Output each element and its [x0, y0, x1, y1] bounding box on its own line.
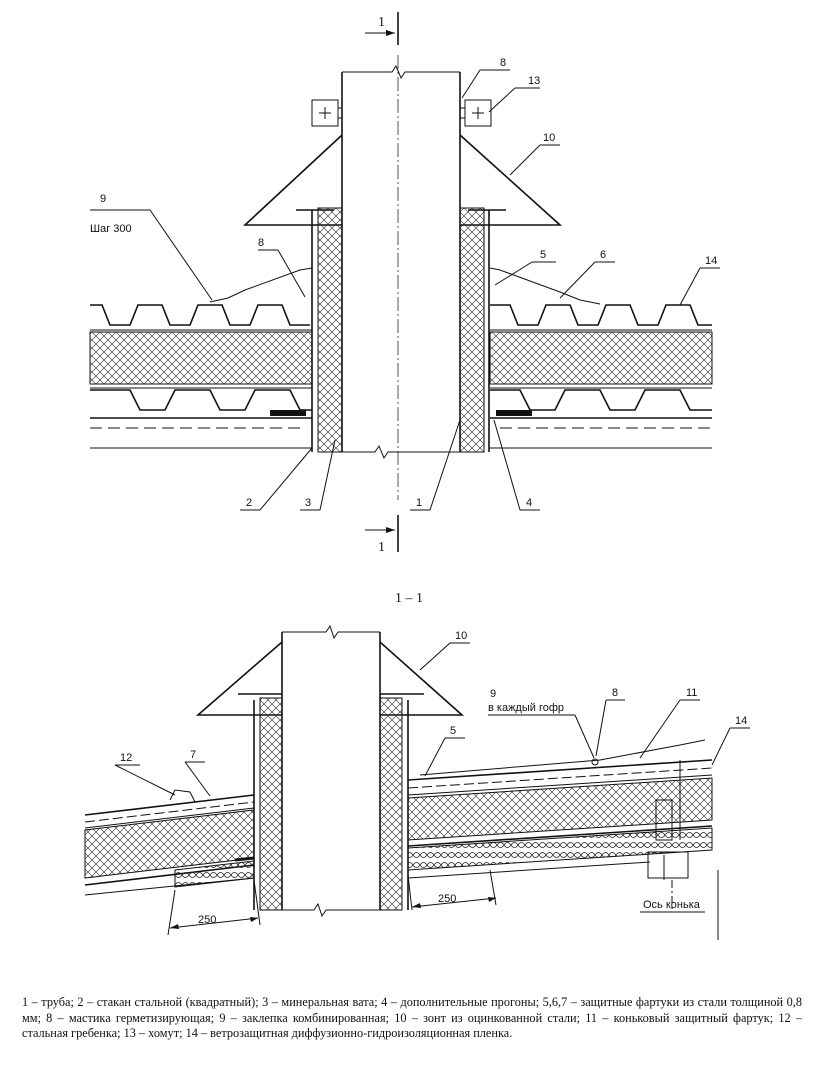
- label-1: 1: [416, 497, 422, 509]
- section-label-10: 10: [455, 630, 467, 642]
- section-pipe: [281, 624, 381, 918]
- clamp-left: [311, 99, 342, 127]
- section-label-9: 9: [490, 688, 496, 700]
- dimension-right: 250: [438, 893, 456, 905]
- dimension-left: 250: [198, 914, 216, 926]
- section-mark-top: 1: [365, 12, 399, 45]
- label-8-left: 8: [258, 237, 264, 249]
- top-leaders: [90, 69, 720, 511]
- section-leaders: [114, 642, 750, 797]
- clamp-right: [460, 99, 492, 127]
- section-mark-top-label: 1: [378, 15, 385, 30]
- section-roof-right: [407, 739, 719, 940]
- label-2: 2: [246, 497, 252, 509]
- label-10: 10: [543, 132, 555, 144]
- label-14: 14: [705, 255, 717, 267]
- roof-right: [489, 267, 713, 449]
- label-step: Шаг 300: [90, 223, 132, 235]
- section-label-8: 8: [612, 687, 618, 699]
- mineral-wool-left: [317, 207, 343, 453]
- label-5: 5: [540, 249, 546, 261]
- label-13: 13: [528, 75, 540, 87]
- label-3: 3: [305, 497, 311, 509]
- roof-left: [89, 267, 313, 449]
- section-wool-right: [379, 697, 403, 911]
- section-label-5: 5: [450, 725, 456, 737]
- umbrella: [242, 134, 563, 226]
- section-wool-left: [259, 697, 283, 911]
- label-8-right: 8: [500, 57, 506, 69]
- section-label-11: 11: [686, 687, 697, 699]
- label-6: 6: [600, 249, 606, 261]
- section-view: 1 – 1: [84, 591, 750, 940]
- mineral-wool-right: [459, 207, 485, 453]
- section-umbrella: [195, 641, 465, 716]
- section-label-every-corrugation: в каждый гофр: [488, 702, 564, 714]
- top-view: 1 1: [89, 12, 720, 555]
- section-title: 1 – 1: [395, 591, 423, 606]
- pipe: [341, 64, 461, 460]
- section-label-12: 12: [120, 752, 132, 764]
- label-4: 4: [526, 497, 532, 509]
- section-roof-left: [84, 789, 261, 936]
- label-9: 9: [100, 193, 106, 205]
- technical-drawing: 1 1: [84, 12, 750, 940]
- section-label-14: 14: [735, 715, 747, 727]
- section-mark-bottom: 1: [365, 515, 399, 555]
- section-mark-bottom-label: 1: [378, 540, 385, 555]
- legend-caption: 1 – труба; 2 – стакан стальной (квадратн…: [22, 995, 802, 1040]
- section-label-7: 7: [190, 749, 196, 761]
- ridge-axis-label: Ось конька: [643, 899, 701, 911]
